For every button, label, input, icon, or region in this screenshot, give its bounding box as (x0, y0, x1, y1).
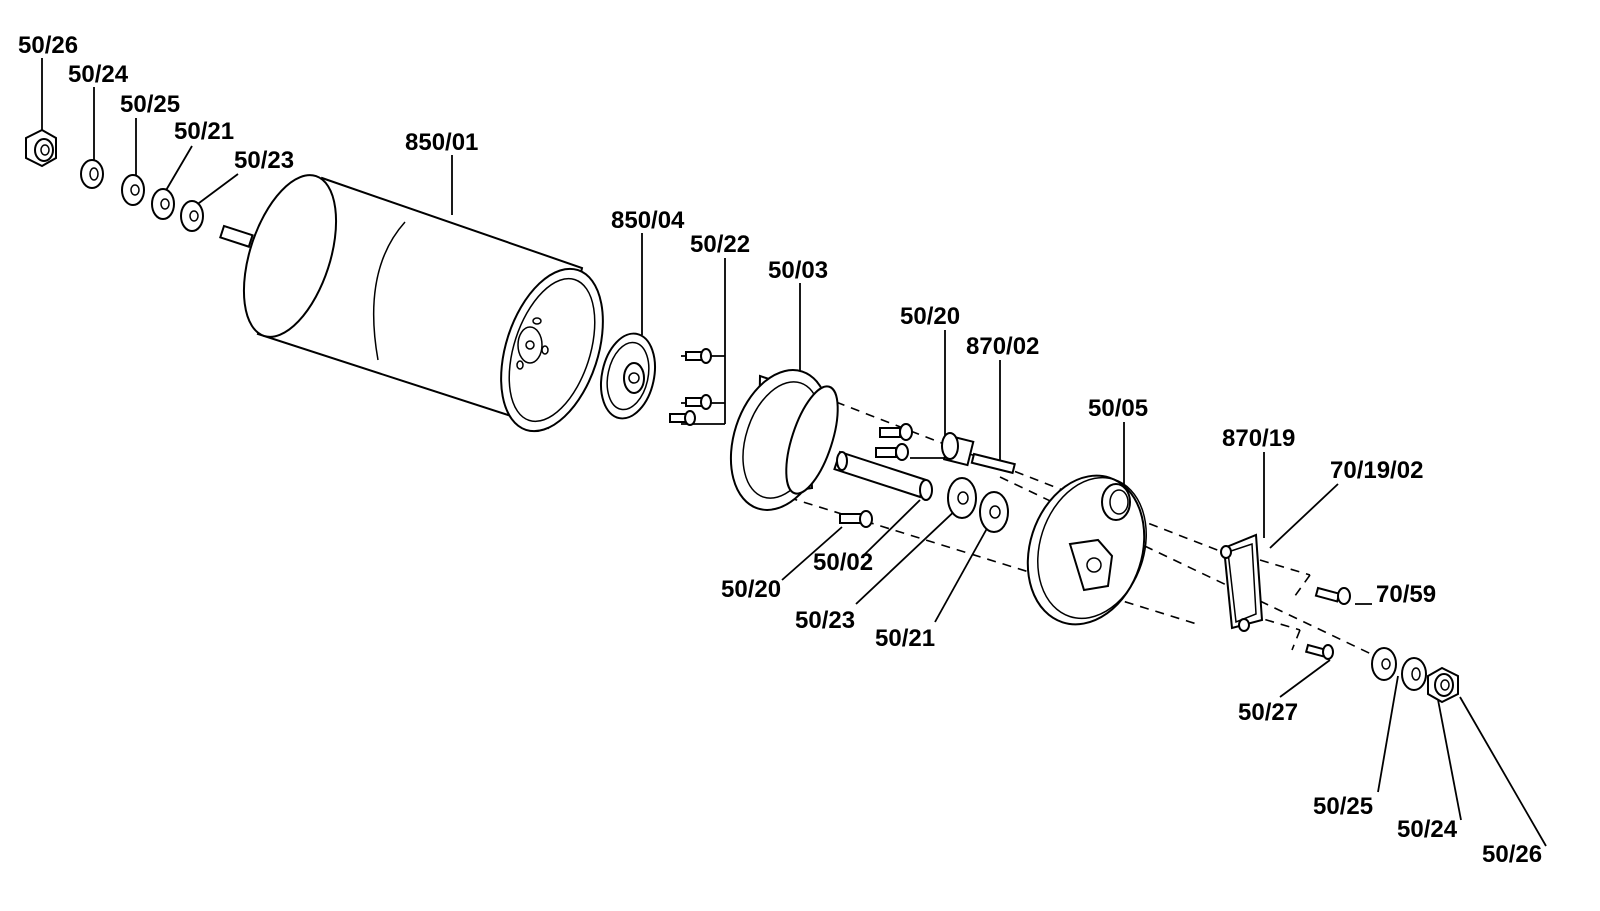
ring-gear-50-03 (729, 369, 839, 511)
label-850-04: 850/04 (611, 207, 685, 234)
label-70-19-02: 70/19/02 (1330, 457, 1424, 484)
shaft-50-02 (833, 450, 933, 501)
label-870-19: 870/19 (1222, 425, 1296, 452)
label-50-24-left: 50/24 (68, 61, 129, 88)
label-50-20-upper: 50/20 (900, 303, 961, 330)
label-870-02: 870/02 (966, 333, 1040, 360)
screws-50-20-upper (875, 423, 913, 461)
label-50-02: 50/02 (813, 549, 874, 576)
label-50-23-left: 50/23 (234, 147, 295, 174)
leader-lines (41, 58, 1547, 847)
spring-washer-50-24-left (80, 159, 104, 189)
label-850-01: 850/01 (405, 129, 479, 156)
label-50-03: 50/03 (768, 257, 829, 284)
label-50-23-mid: 50/23 (795, 607, 856, 634)
label-50-22: 50/22 (690, 231, 751, 258)
washer-50-21-left (151, 188, 175, 220)
washer-50-23-left (180, 200, 204, 232)
spring-washer-50-24-right (1401, 657, 1427, 691)
cover-plate-50-05 (1026, 474, 1147, 626)
label-70-59: 70/59 (1376, 581, 1437, 608)
screw-70-59 (1314, 586, 1351, 605)
label-50-21-mid: 50/21 (875, 625, 936, 652)
label-50-25-right: 50/25 (1313, 793, 1374, 820)
screws-50-22 (669, 348, 712, 426)
label-50-21-left: 50/21 (174, 118, 235, 145)
label-50-27: 50/27 (1238, 699, 1299, 726)
washer-50-25-right (1371, 647, 1397, 681)
washer-50-23-mid (947, 477, 977, 519)
label-50-26-right: 50/26 (1482, 841, 1543, 868)
washer-50-21-mid (979, 491, 1009, 533)
motor-850-01 (219, 174, 604, 433)
label-50-24-right: 50/24 (1397, 816, 1458, 843)
gear-850-04 (600, 332, 656, 420)
washer-50-25-left (121, 174, 145, 206)
label-50-05: 50/05 (1088, 395, 1149, 422)
label-50-20-lower: 50/20 (721, 576, 782, 603)
nut-50-26-right (1427, 666, 1459, 704)
bracket-870-19 (1220, 533, 1264, 632)
label-50-26-left: 50/26 (18, 32, 79, 59)
nut-50-26-left (25, 128, 57, 168)
screw-50-27 (1304, 643, 1334, 660)
label-50-25-left: 50/25 (120, 91, 181, 118)
pinion-shaft-870-02 (941, 432, 1016, 475)
screw-50-20-lower (839, 510, 873, 528)
